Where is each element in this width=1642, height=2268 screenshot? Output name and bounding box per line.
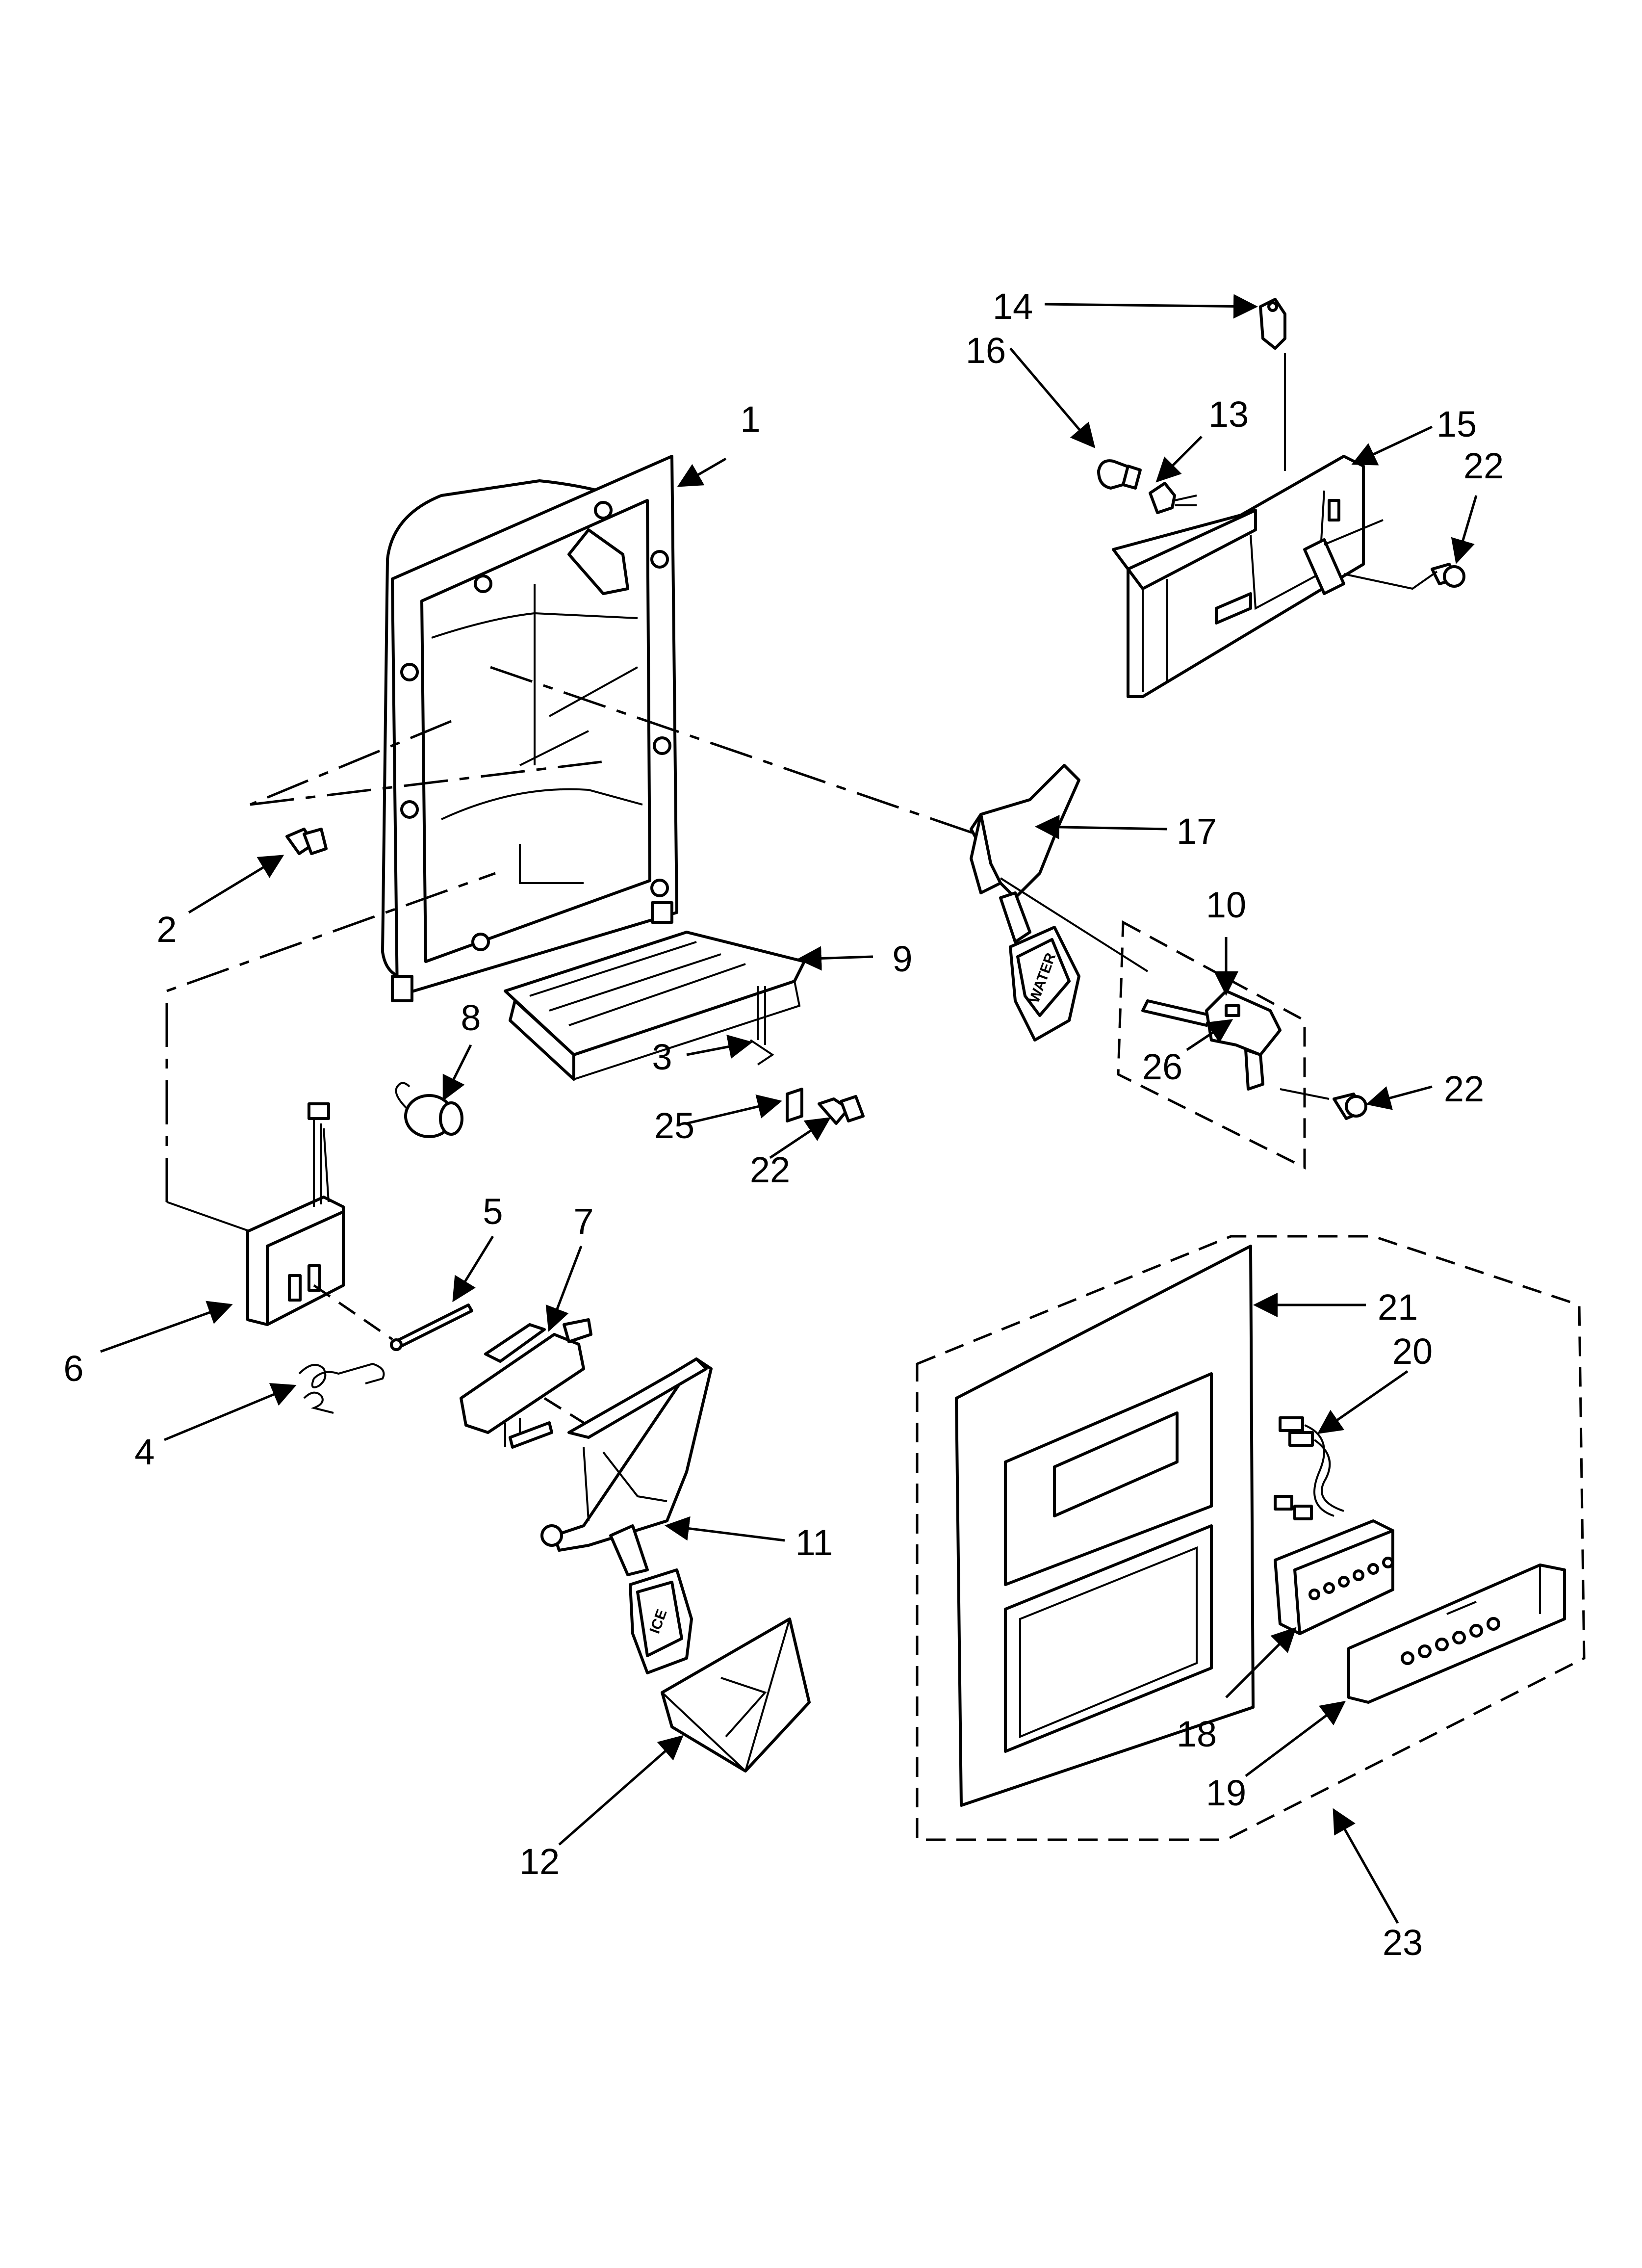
callout-15: 15 [1437,404,1477,444]
callout-26: 26 [1142,1046,1182,1087]
callout-9: 9 [892,938,912,979]
part-16-bulb [1097,459,1142,490]
part-21-front-panel [955,1245,1255,1807]
callout-5: 5 [483,1191,503,1232]
part-3-spring-clip [749,986,774,1066]
part-22-screw-b [1333,1093,1367,1120]
callout-14: 14 [993,286,1033,327]
callout-3: 3 [652,1037,672,1077]
callout-23: 23 [1383,1922,1423,1963]
callout-4: 4 [134,1432,154,1472]
part-18-control-board [1274,1519,1394,1635]
assembly-lines [165,353,1438,1424]
callout-1: 1 [740,399,760,440]
part-22-screw-a [818,1095,865,1125]
part-17-water-arm: WATER [970,764,1080,1042]
callout-19: 19 [1206,1773,1246,1813]
callout-12: 12 [519,1841,560,1882]
part-5-pin [390,1303,473,1351]
callout-22-upper: 22 [1463,445,1504,486]
part-4-spring [298,1362,385,1414]
part-13-socket [1149,482,1197,514]
callout-22-right: 22 [1444,1069,1484,1109]
part-14-switch [1259,298,1286,350]
part-1-housing-frame [381,455,678,1002]
callout-25: 25 [654,1105,694,1146]
callout-7: 7 [573,1201,593,1242]
part-2-screw [285,828,328,855]
callout-numbers: 1 2 3 4 5 6 7 8 9 10 11 12 13 14 16 15 1… [63,286,1504,1963]
callout-17: 17 [1177,811,1217,852]
callout-22-left: 22 [750,1149,790,1190]
part-22-screw-c [1431,563,1465,588]
callout-10: 10 [1206,885,1246,925]
part-12-ice-chute [661,1617,811,1773]
part-19-overlay [1347,1564,1566,1704]
part-9-drip-tray [504,931,806,1081]
part-15-cover-bracket [1112,455,1365,698]
callout-20: 20 [1392,1331,1433,1372]
part-11-ice-arm: ICE [540,1357,713,1674]
part-8-motor [395,1082,463,1138]
part-7-actuator [460,1318,592,1449]
callout-21: 21 [1378,1287,1418,1328]
callout-8: 8 [461,997,481,1038]
callout-13: 13 [1208,394,1249,435]
part-23-assembly-outline [916,1235,1586,1841]
part-6-switch [246,1102,345,1326]
part-25-clip [786,1088,803,1122]
callout-2: 2 [156,909,177,950]
part-10-group [1117,920,1306,1170]
callout-6: 6 [63,1348,83,1389]
callout-18: 18 [1177,1714,1217,1754]
part-20-wire-harness [1274,1416,1344,1520]
callout-11: 11 [795,1522,833,1563]
callout-16: 16 [966,330,1006,371]
leader-lines [100,294,1478,1924]
